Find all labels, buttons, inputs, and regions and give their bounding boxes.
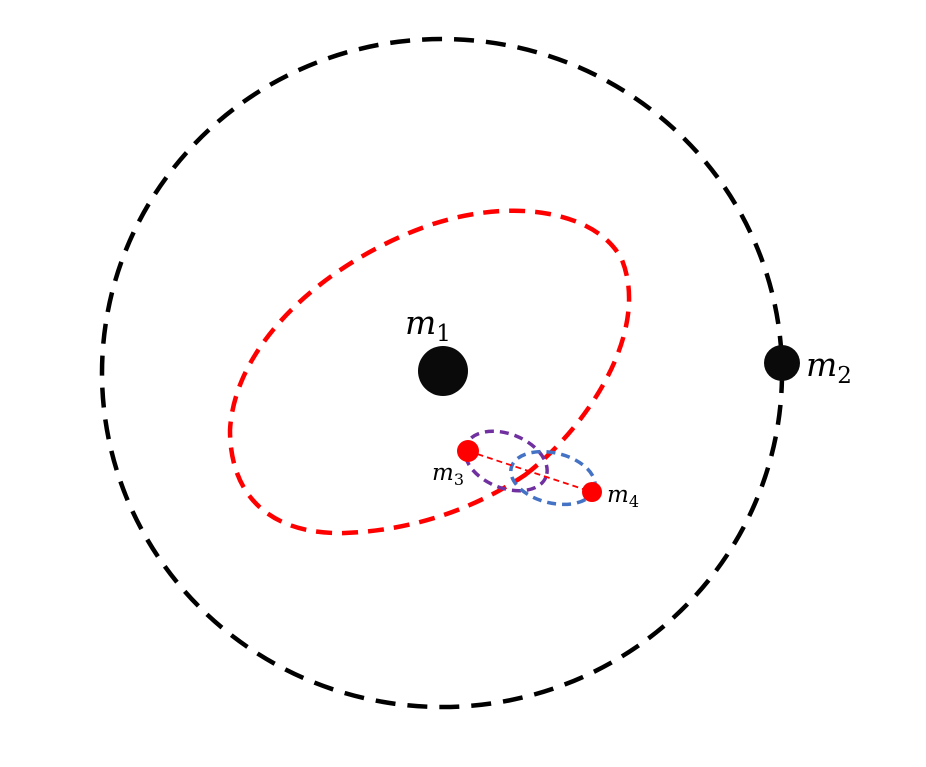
label-m3-sub: 3 — [454, 470, 464, 489]
body-m3 — [457, 440, 479, 462]
binary-barycenter-orbit — [227, 208, 632, 536]
label-m1: m1 — [405, 303, 451, 347]
label-m3-symbol: m — [432, 460, 454, 486]
label-m4-sub: 4 — [629, 492, 639, 511]
body-m1 — [418, 346, 468, 396]
label-m2-sub: 2 — [837, 363, 852, 389]
label-m2-symbol: m — [806, 345, 837, 384]
label-m1-sub: 1 — [436, 321, 451, 347]
label-m3: m3 — [432, 460, 464, 489]
label-m4: m4 — [607, 482, 639, 511]
m3-m4-link — [467, 450, 593, 493]
body-m4 — [582, 482, 602, 502]
body-m2 — [764, 345, 800, 381]
label-m4-symbol: m — [607, 482, 629, 508]
label-m1-symbol: m — [405, 303, 436, 342]
label-m2: m2 — [806, 345, 852, 389]
